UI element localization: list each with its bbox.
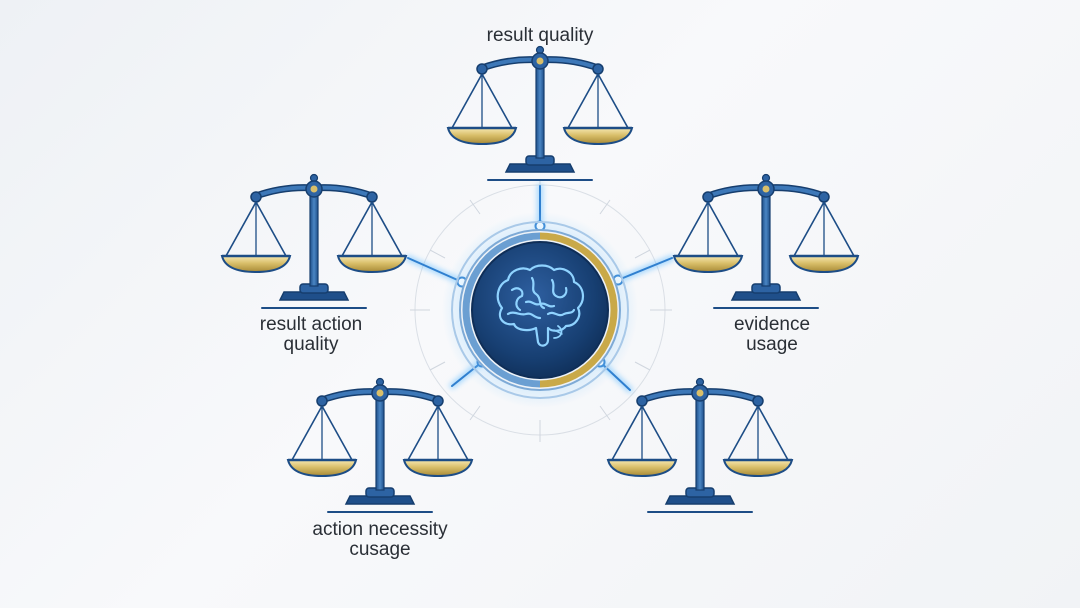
label-top-text: result quality [486, 25, 594, 46]
balance-scale-icon-left [222, 175, 406, 309]
balance-scale-icon-right [674, 175, 858, 309]
label-right-line-1: evidence [733, 314, 811, 335]
balance-scale-icon-bottom-right [608, 379, 792, 513]
label-left-line-1: result action [259, 314, 363, 335]
label-left-line-2: quality [283, 334, 339, 355]
label-bottom: action necessity cusage [280, 520, 480, 560]
brain-icon [496, 264, 584, 347]
balance-scale-icon-bottom-left [288, 379, 472, 513]
label-right: evidence usage [672, 315, 872, 355]
balance-scale-icon-top [448, 47, 632, 181]
central-hub [442, 212, 638, 408]
label-top: result quality [440, 26, 640, 46]
label-bottom-line-1: action necessity [312, 519, 448, 540]
label-bottom-line-2: cusage [349, 539, 411, 560]
label-left: result action quality [211, 315, 411, 355]
label-right-line-2: usage [746, 334, 798, 355]
